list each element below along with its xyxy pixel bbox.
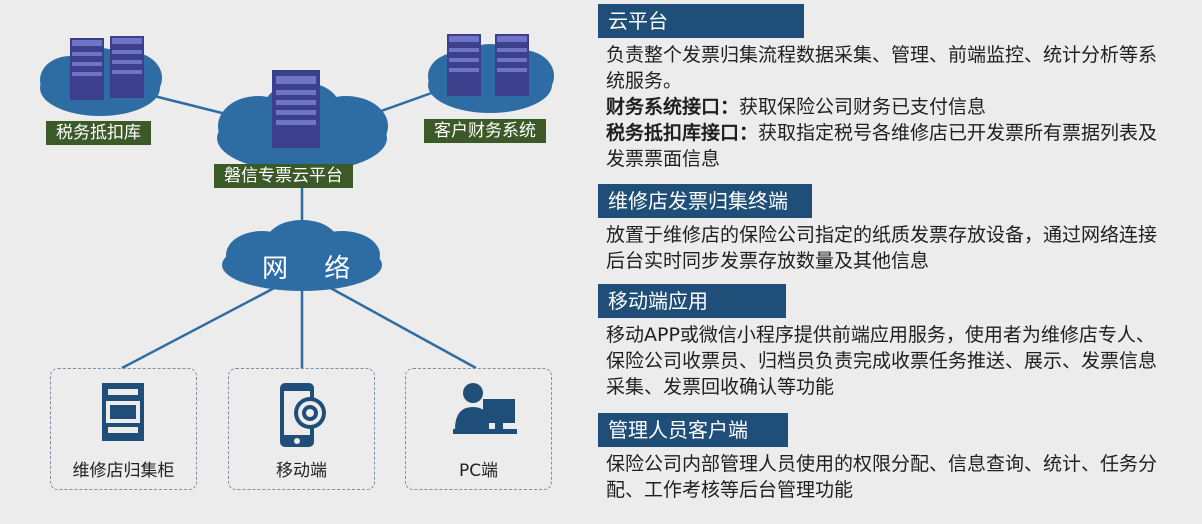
device-cabinet-label: 维修店归集柜	[72, 461, 175, 481]
panel-cloud-platform: 云平台 负责整个发票归集流程数据采集、管理、前端监控、统计分析等系统服务。 财务…	[598, 4, 1188, 172]
server-rack-icon	[70, 36, 144, 100]
cloud-right	[428, 44, 554, 113]
panel-header: 云平台	[598, 4, 804, 38]
panel-body: 移动APP或微信小程序提供前端应用服务，使用者为维修店专人、保险公司收票员、归档…	[606, 322, 1166, 400]
panel-line: 财务系统接口：获取保险公司财务已支付信息	[606, 96, 987, 118]
panel-header: 维修店发票归集终端	[598, 184, 812, 218]
mobile-gear-icon	[280, 383, 326, 447]
panel-header: 移动端应用	[598, 284, 786, 318]
cloud-network	[222, 220, 382, 291]
pc-user-icon	[453, 383, 517, 434]
panel-line: 负责整个发票归集流程数据采集、管理、前端监控、统计分析等系统服务。	[606, 44, 1158, 92]
panel-line: 保险公司内部管理人员使用的权限分配、信息查询、统计、任务分配、工作考核等后台管理…	[606, 453, 1158, 501]
panel-line: 税务抵扣库接口：获取指定税号各维修店已开发票所有票据列表及发票票面信息	[606, 122, 1158, 170]
panel-line: 放置于维修店的保险公司指定的纸质发票存放设备，通过网络连接后台实时同步发票存放数…	[606, 224, 1158, 272]
panel-body: 放置于维修店的保险公司指定的纸质发票存放设备，通过网络连接后台实时同步发票存放数…	[606, 222, 1166, 274]
device-cabinet: 维修店归集柜	[50, 368, 197, 490]
device-pc: PC端	[405, 368, 552, 490]
server-rack-icon	[447, 34, 529, 96]
panel-body: 保险公司内部管理人员使用的权限分配、信息查询、统计、任务分配、工作考核等后台管理…	[606, 451, 1166, 503]
panel-header: 管理人员客户端	[598, 413, 788, 447]
panel-line: 移动APP或微信小程序提供前端应用服务，使用者为维修店专人、保险公司收票员、归档…	[606, 324, 1158, 398]
cloud-right-label: 客户财务系统	[424, 119, 546, 143]
cloud-center-label: 磐信专票云平台	[214, 164, 353, 188]
panel-admin-client: 管理人员客户端 保险公司内部管理人员使用的权限分配、信息查询、统计、任务分配、工…	[598, 413, 1188, 503]
network-label: 网 络	[262, 254, 365, 284]
cloud-left-label: 税务抵扣库	[46, 121, 151, 145]
line-center-left	[149, 93, 231, 117]
panel-body: 负责整个发票归集流程数据采集、管理、前端监控、统计分析等系统服务。 财务系统接口…	[606, 42, 1166, 172]
device-pc-label: PC端	[458, 461, 499, 481]
line-network-pc	[324, 283, 477, 370]
device-mobile-label: 移动端	[276, 461, 327, 481]
cabinet-icon	[102, 383, 144, 441]
server-tower-icon	[272, 70, 320, 148]
architecture-diagram	[40, 34, 554, 370]
panel-repair-terminal: 维修店发票归集终端 放置于维修店的保险公司指定的纸质发票存放设备，通过网络连接后…	[598, 184, 1188, 274]
panel-mobile-app: 移动端应用 移动APP或微信小程序提供前端应用服务，使用者为维修店专人、保险公司…	[598, 284, 1188, 400]
device-mobile: 移动端	[228, 368, 375, 490]
line-network-cabinet	[121, 283, 281, 370]
